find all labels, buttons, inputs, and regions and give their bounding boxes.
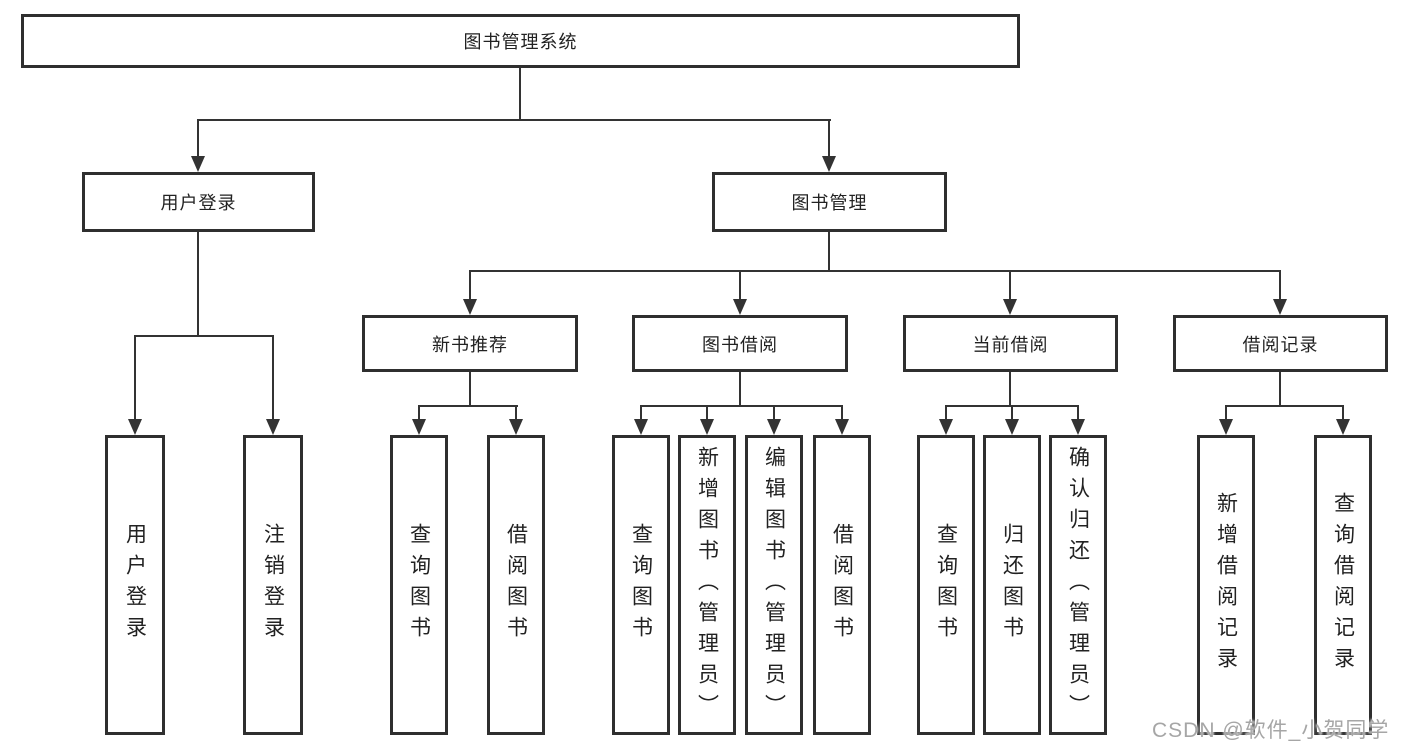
connector-root-stem xyxy=(519,68,521,120)
arrowhead-down xyxy=(509,419,523,435)
arrowhead-down xyxy=(700,419,714,435)
connector-drop xyxy=(640,405,642,421)
node-library-management-system: 图书管理系统 xyxy=(21,14,1020,68)
leaf-user-login: 用户登录 xyxy=(105,435,165,735)
arrowhead-down xyxy=(463,299,477,315)
connector-bar xyxy=(1225,405,1344,407)
node-label: 借阅记录 xyxy=(1242,334,1319,355)
node-label: 查询借阅记录 xyxy=(1331,492,1355,678)
leaf-query-books-borrowing: 查询图书 xyxy=(612,435,670,735)
arrowhead-down xyxy=(191,156,205,172)
node-label: 注销登录 xyxy=(261,523,285,647)
arrowhead-down xyxy=(733,299,747,315)
leaf-confirm-return-admin: 确认归还（管理员） xyxy=(1049,435,1107,735)
leaf-borrow-books-recommend: 借阅图书 xyxy=(487,435,545,735)
connector-userlogin-stem xyxy=(197,232,199,336)
connector-bookmgmt-stem xyxy=(828,232,830,272)
node-label: 用户登录 xyxy=(160,193,237,213)
connector-drop xyxy=(773,405,775,421)
arrowhead-down xyxy=(1273,299,1287,315)
node-label: 查询图书 xyxy=(407,523,431,647)
node-label: 图书借阅 xyxy=(702,334,778,355)
connector-drop xyxy=(1077,405,1079,421)
node-label: 查询图书 xyxy=(629,523,653,647)
connector-root-bar xyxy=(197,119,831,121)
leaf-add-borrow-record: 新增借阅记录 xyxy=(1197,435,1255,735)
node-label: 归还图书 xyxy=(1000,523,1024,647)
arrowhead-down xyxy=(1003,299,1017,315)
arrowhead-down xyxy=(767,419,781,435)
connector-drop xyxy=(197,119,199,157)
connector-drop xyxy=(1342,405,1344,421)
csdn-watermark: CSDN @软件_小贺同学 xyxy=(1152,719,1390,742)
connector-drop xyxy=(418,405,420,421)
arrowhead-down xyxy=(128,419,142,435)
connector-drop xyxy=(706,405,708,421)
leaf-query-borrow-record: 查询借阅记录 xyxy=(1314,435,1372,735)
arrowhead-down xyxy=(835,419,849,435)
node-borrowing-records: 借阅记录 xyxy=(1173,315,1388,372)
leaf-edit-books-admin: 编辑图书（管理员） xyxy=(745,435,803,735)
node-label: 图书管理系统 xyxy=(463,32,578,52)
connector-drop xyxy=(1225,405,1227,421)
arrowhead-down xyxy=(1071,419,1085,435)
node-label: 当前借阅 xyxy=(972,334,1049,355)
connector-drop xyxy=(1011,405,1013,421)
node-label: 借阅图书 xyxy=(830,523,854,647)
arrowhead-down xyxy=(1005,419,1019,435)
node-book-management: 图书管理 xyxy=(712,172,947,232)
arrowhead-down xyxy=(634,419,648,435)
connector-bar xyxy=(640,405,843,407)
node-label: 确认归还（管理员） xyxy=(1066,445,1090,725)
arrowhead-down xyxy=(1336,419,1350,435)
arrowhead-down xyxy=(266,419,280,435)
connector-drop xyxy=(1279,270,1281,301)
connector-userlogin-bar xyxy=(134,335,274,337)
connector-stem xyxy=(1009,372,1011,406)
node-label: 查询图书 xyxy=(934,523,958,647)
connector-drop xyxy=(1009,270,1011,301)
connector-drop xyxy=(515,405,517,421)
leaf-query-books-current: 查询图书 xyxy=(917,435,975,735)
connector-drop xyxy=(272,335,274,420)
node-user-login: 用户登录 xyxy=(82,172,315,232)
connector-stem xyxy=(469,372,471,406)
connector-drop xyxy=(469,270,471,301)
leaf-add-books-admin: 新增图书（管理员） xyxy=(678,435,736,735)
connector-bar xyxy=(418,405,518,407)
arrowhead-down xyxy=(822,156,836,172)
node-label: 新增借阅记录 xyxy=(1214,492,1238,678)
connector-drop xyxy=(134,335,136,420)
connector-drop xyxy=(945,405,947,421)
node-current-borrowing: 当前借阅 xyxy=(903,315,1118,372)
connector-stem xyxy=(739,372,741,406)
arrowhead-down xyxy=(412,419,426,435)
node-label: 新书推荐 xyxy=(432,334,508,355)
connector-drop xyxy=(841,405,843,421)
node-new-book-recommend: 新书推荐 xyxy=(362,315,578,372)
node-label: 借阅图书 xyxy=(504,523,528,647)
node-label: 新增图书（管理员） xyxy=(695,445,719,725)
arrowhead-down xyxy=(1219,419,1233,435)
leaf-return-books: 归还图书 xyxy=(983,435,1041,735)
leaf-logout: 注销登录 xyxy=(243,435,303,735)
node-label: 编辑图书（管理员） xyxy=(762,445,786,725)
arrowhead-down xyxy=(939,419,953,435)
node-label: 图书管理 xyxy=(791,193,868,213)
connector-stem xyxy=(1279,372,1281,406)
leaf-borrow-books-borrowing: 借阅图书 xyxy=(813,435,871,735)
leaf-query-books-recommend: 查询图书 xyxy=(390,435,448,735)
connector-bookmgmt-bar xyxy=(469,270,1281,272)
connector-drop xyxy=(739,270,741,301)
node-label: 用户登录 xyxy=(123,523,147,647)
node-book-borrowing: 图书借阅 xyxy=(632,315,848,372)
connector-drop xyxy=(828,119,830,157)
